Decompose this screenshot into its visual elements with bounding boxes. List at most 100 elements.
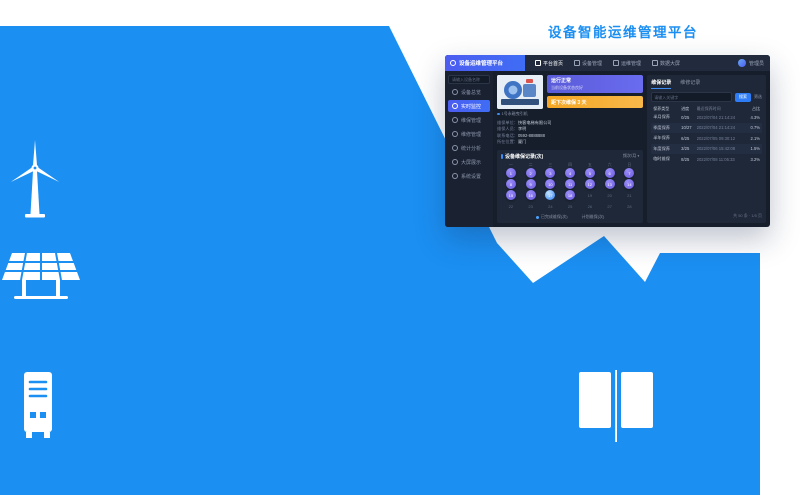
cell-ratio: 4.3% <box>750 114 760 120</box>
avatar <box>737 59 746 67</box>
calendar-day[interactable]: 5 <box>584 168 595 179</box>
status-subtitle: 当前设备状态良好 <box>551 85 583 90</box>
user-area[interactable]: 管理员 <box>737 59 770 67</box>
calendar-day[interactable]: 12 <box>584 179 595 190</box>
calendar-legend: 已完成维保(次) 计划维保(次) <box>501 214 639 220</box>
calendar-day[interactable]: 25 <box>567 203 573 209</box>
top-nav-item[interactable]: 平台首页 <box>535 60 563 67</box>
table-row[interactable]: 半月保养 0/25 2022/07/04 21:14:24 4.3% <box>651 112 762 123</box>
cell-type: 半年保养 <box>653 135 670 141</box>
sidebar-item[interactable]: 实时监控 <box>448 100 490 112</box>
calendar-day[interactable]: 24 <box>548 203 553 209</box>
dashboard-window: 设备运维管理平台 平台首页 设备管理 运维管 <box>445 55 770 227</box>
page-title: 设备智能运维管理平台 <box>548 25 698 40</box>
table-row[interactable]: 季度保养 10/27 2022/07/04 21:14:24 0.7% <box>651 122 762 133</box>
nav-icon <box>535 60 541 66</box>
calendar-day[interactable]: 3 <box>545 168 556 179</box>
info-value: 厦门 <box>517 139 527 145</box>
sidebar-menu: 设备总览 实时监控 维保管理 <box>448 86 490 182</box>
calendar-day[interactable]: 18 <box>565 190 576 201</box>
sidebar-search-input[interactable] <box>448 75 490 84</box>
sidebar-item[interactable]: 统计分析 <box>448 142 490 154</box>
records-table-header: 保养类型 进度 最近保养时间 占比 <box>651 105 762 112</box>
table-row[interactable]: 临时维保 8/25 2022/07/08 11:05:33 3.2% <box>651 154 762 165</box>
calendar-day[interactable]: 20 <box>607 192 612 198</box>
sidebar-item[interactable]: 维保管理 <box>448 114 490 126</box>
info-label: 所在位置： <box>497 139 518 145</box>
status-chip-warning[interactable]: 距下次维保 3 天 <box>547 96 644 108</box>
weekday-label: 三 <box>548 161 553 167</box>
top-nav-item[interactable]: 数据大屏 <box>652 60 680 67</box>
calendar-day[interactable]: 2 <box>525 168 536 179</box>
menu-icon <box>452 117 458 123</box>
sidebar-item-label: 大屏展示 <box>461 159 482 166</box>
calendar-day[interactable]: 7 <box>624 168 635 179</box>
cell-type: 季度保养 <box>653 124 670 130</box>
calendar-day[interactable]: 21 <box>627 192 632 198</box>
sidebar-item[interactable]: 大屏展示 <box>448 156 490 168</box>
device-photo[interactable] <box>497 75 543 109</box>
sidebar-item[interactable]: 系统设置 <box>448 170 490 182</box>
machine-image <box>497 75 543 109</box>
calendar-day[interactable]: 4 <box>565 168 576 179</box>
calendar-day[interactable]: 11 <box>565 179 576 190</box>
nav-label: 设备管理 <box>582 60 603 67</box>
calendar-day[interactable]: 27 <box>607 203 612 209</box>
records-search-input[interactable] <box>651 92 732 102</box>
nav-icon <box>613 60 620 66</box>
calendar-day[interactable]: 9 <box>525 179 536 190</box>
top-nav-item[interactable]: 设备管理 <box>574 60 602 67</box>
pagination[interactable]: 共 50 条 · 1/5 页 <box>733 213 762 218</box>
calendar-title-text: 设备维保记录(次) <box>505 153 544 160</box>
table-row[interactable]: 半年保养 6/25 2022/07/05 09:30:12 2.1% <box>651 133 762 144</box>
weekday-label: 六 <box>607 161 612 167</box>
calendar-title: 设备维保记录(次) <box>501 153 543 160</box>
calendar-day[interactable]: 14 <box>624 179 635 190</box>
table-row[interactable]: 年度保养 3/25 2022/07/06 15:42:08 1.5% <box>651 143 762 154</box>
info-value: 快客电梯有限公司 <box>517 120 552 125</box>
calendar-day[interactable]: 10 <box>545 179 556 190</box>
legend-dot-icon <box>577 216 580 219</box>
cell-time: 2022/07/04 21:14:24 <box>696 114 736 120</box>
menu-icon <box>452 103 458 109</box>
col-header-time: 最近保养时间 <box>696 105 721 111</box>
top-nav: 平台首页 设备管理 运维管理 数据大屏 <box>525 60 690 67</box>
calendar-day[interactable]: 22 <box>508 203 514 209</box>
calendar-day[interactable]: 13 <box>604 179 615 190</box>
cell-time: 2022/07/05 09:30:12 <box>696 135 736 141</box>
device-info-line: 维保单位：快客电梯有限公司 <box>497 120 643 126</box>
info-label: 维保单位： <box>497 120 518 125</box>
device-caption-text: 1号永磁曳引机 <box>501 111 528 116</box>
server-cabinet-icon <box>24 372 52 438</box>
records-tab[interactable]: 维修记录 <box>680 80 701 86</box>
dashboard-body: 设备总览 实时监控 维保管理 <box>445 71 770 227</box>
search-button[interactable]: 搜索 <box>735 92 751 102</box>
calendar-day[interactable]: 26 <box>587 203 593 209</box>
calendar-filter-dropdown[interactable]: 频次/月 ▾ <box>623 153 640 159</box>
status-chip-normal[interactable]: 运行正常 当前设备状态良好 <box>547 75 644 93</box>
top-nav-item[interactable]: 运维管理 <box>613 60 641 67</box>
sidebar-item-label: 维修管理 <box>461 131 482 138</box>
device-info-line: 联系电话：0592-8888888 <box>497 133 643 139</box>
calendar-day[interactable]: 6 <box>604 168 615 179</box>
sidebar-item[interactable]: 维修管理 <box>448 128 490 140</box>
cell-time: 2022/07/04 21:14:24 <box>696 125 736 131</box>
cell-time: 2022/07/06 15:42:08 <box>696 146 736 152</box>
calendar-day[interactable]: 15 <box>505 190 516 201</box>
calendar-day[interactable]: 16 <box>525 190 536 201</box>
calendar-day[interactable]: 1 <box>505 168 516 179</box>
cell-ratio: 0.7% <box>750 125 760 131</box>
cell-ratio: 2.1% <box>750 135 760 141</box>
filter-link[interactable]: 筛选 <box>754 94 762 99</box>
calendar-day[interactable]: 19 <box>587 192 593 198</box>
calendar-day[interactable]: 23 <box>528 203 533 209</box>
sidebar-item[interactable]: 设备总览 <box>448 86 490 98</box>
calendar-day[interactable]: 28 <box>627 203 632 209</box>
records-rows: 半月保养 0/25 2022/07/04 21:14:24 4.3% 季度保养 … <box>651 112 762 165</box>
calendar-day[interactable]: 8 <box>505 179 516 190</box>
sidebar: 设备总览 实时监控 维保管理 <box>445 71 493 227</box>
calendar-day[interactable]: 17 <box>545 190 556 201</box>
legend-dot-icon <box>535 215 539 219</box>
records-tab[interactable]: 维保记录 <box>651 79 672 89</box>
